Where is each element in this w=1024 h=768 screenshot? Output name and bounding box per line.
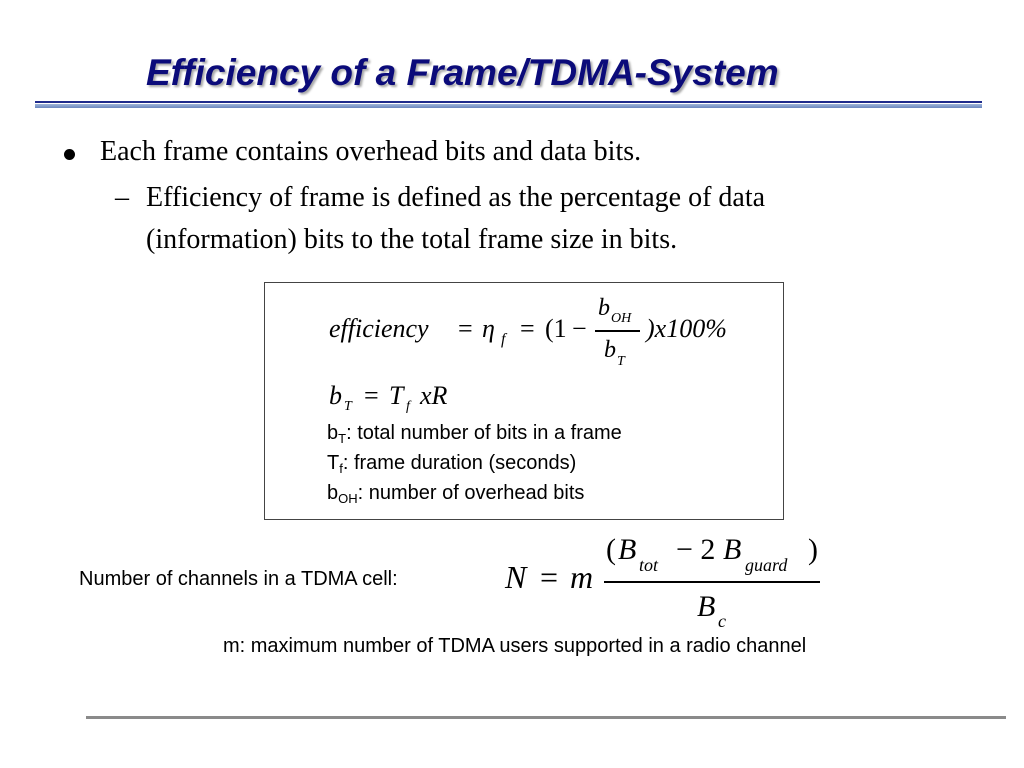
- formula-box: [264, 282, 784, 520]
- definition-subscript: OH: [338, 491, 358, 506]
- m-symbol: m: [570, 559, 594, 595]
- t-symbol: T: [389, 381, 404, 410]
- denominator-b: b: [604, 337, 616, 363]
- m-definition-note: m: maximum number of TDMA users supporte…: [223, 635, 807, 657]
- equals-sign: =: [364, 381, 379, 410]
- eta-symbol: η: [482, 314, 495, 343]
- b-subscript-t: T: [344, 399, 352, 414]
- sub-bullet-line-1: Efficiency of frame is defined as the pe…: [146, 182, 766, 213]
- b-guard-symbol: B: [723, 533, 742, 566]
- footer-divider: [86, 716, 1006, 719]
- minus-two: − 2: [676, 533, 716, 566]
- equals-sign: =: [458, 314, 473, 343]
- bullet-dot-icon: [64, 149, 75, 160]
- close-x100-percent: )x100%: [646, 314, 727, 343]
- fraction-bar: [604, 581, 820, 583]
- t-subscript-f: f: [406, 399, 410, 414]
- numerator-b: b: [598, 295, 610, 321]
- b-tot-symbol: B: [618, 533, 637, 566]
- equals-sign: =: [540, 559, 559, 595]
- minus-sign: −: [572, 314, 587, 343]
- numerator-close-paren: ): [808, 533, 818, 566]
- b-symbol: b: [329, 381, 342, 410]
- definition-subscript: f: [339, 461, 343, 476]
- sub-bullet-dash: –: [115, 182, 129, 213]
- title-divider-thin: [35, 101, 982, 103]
- bullet-text: Each frame contains overhead bits and da…: [100, 136, 642, 167]
- numerator-subscript-oh: OH: [611, 311, 632, 326]
- c-subscript: c: [718, 611, 726, 631]
- efficiency-word: efficiency: [329, 314, 429, 343]
- definition-text: : total number of bits in a frame: [346, 422, 622, 444]
- x-r-symbols: xR: [420, 381, 448, 410]
- slide-title: Efficiency of a Frame/TDMA-System: [146, 52, 779, 93]
- b-c-symbol: B: [697, 590, 716, 623]
- fraction-bar: [595, 330, 640, 332]
- open-paren-one: (1: [545, 314, 567, 343]
- equals-sign: =: [520, 314, 535, 343]
- eta-subscript: f: [501, 331, 506, 348]
- numerator-open-paren: (: [606, 533, 616, 566]
- definition-text: : frame duration (seconds): [342, 452, 577, 474]
- channels-label: Number of channels in a TDMA cell:: [79, 568, 398, 590]
- definition-symbol: T: [327, 452, 340, 474]
- n-symbol: N: [505, 559, 527, 595]
- tot-subscript: tot: [639, 555, 659, 575]
- definition-bt: bT: total number of bits in a frame: [327, 422, 622, 445]
- definition-tf: Tf: frame duration (seconds): [327, 452, 576, 475]
- guard-subscript: guard: [745, 555, 788, 575]
- definition-text: : number of overhead bits: [357, 482, 585, 504]
- definition-boh: bOH: number of overhead bits: [327, 482, 584, 505]
- definition-symbol: b: [327, 482, 339, 504]
- denominator-subscript-t: T: [617, 354, 625, 369]
- definition-subscript: T: [338, 431, 347, 446]
- sub-bullet-line-2: (information) bits to the total frame si…: [146, 224, 678, 255]
- definition-symbol: b: [327, 422, 339, 444]
- title-divider-thick: [35, 104, 982, 108]
